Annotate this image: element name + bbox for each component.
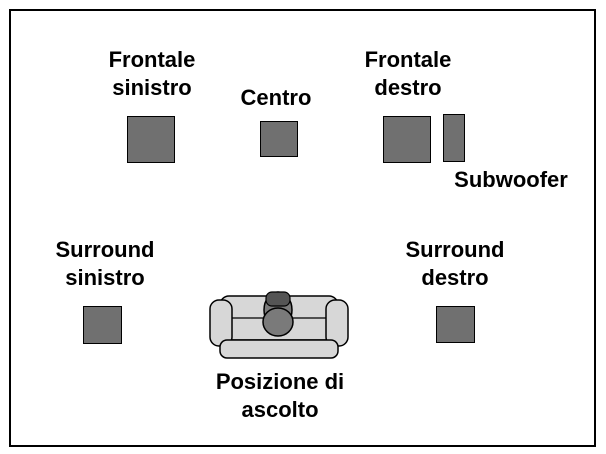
center-label: Centro — [240, 85, 312, 110]
front-left-speaker-icon — [127, 116, 175, 163]
center-speaker-icon — [260, 121, 298, 157]
listening-position-label: Posizione di ascolto — [215, 369, 345, 422]
listener-icon — [262, 291, 294, 337]
subwoofer-icon — [443, 114, 465, 162]
couch-icon — [209, 291, 349, 359]
surround-left-label: Surround sinistro — [55, 237, 155, 290]
subwoofer-label: Subwoofer — [454, 167, 568, 192]
front-right-label: Frontale destro — [364, 47, 452, 100]
front-left-label: Frontale sinistro — [108, 47, 196, 100]
front-right-speaker-icon — [383, 116, 431, 163]
surround-right-speaker-icon — [436, 306, 475, 343]
surround-right-label: Surround destro — [405, 237, 505, 290]
diagram-frame — [9, 9, 596, 447]
surround-left-speaker-icon — [83, 306, 122, 344]
